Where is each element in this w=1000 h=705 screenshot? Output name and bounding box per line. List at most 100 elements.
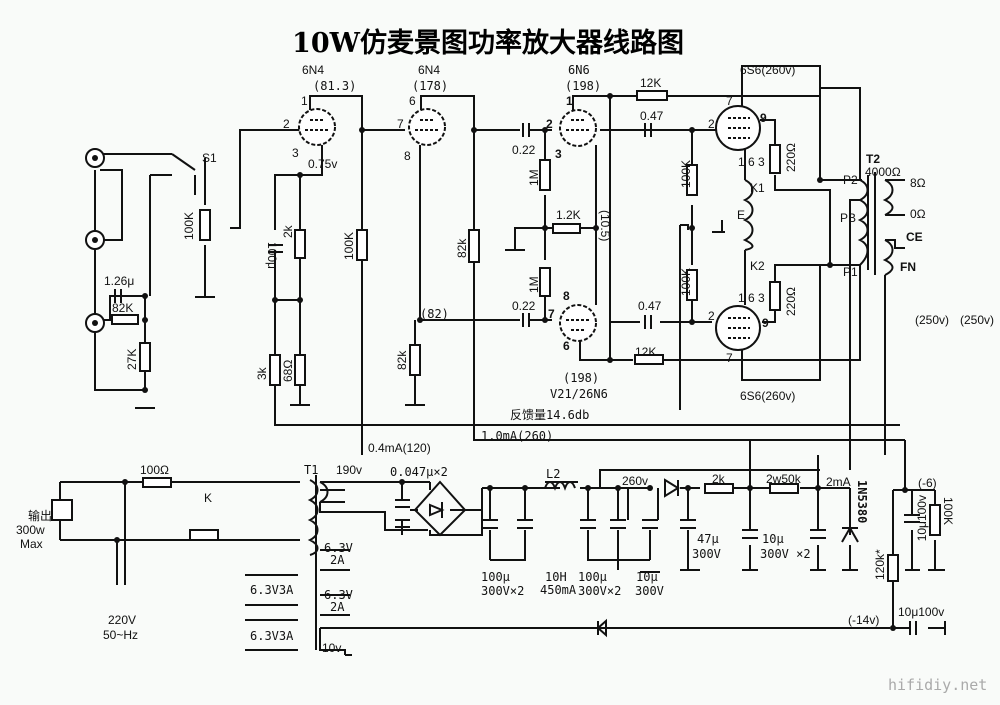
- label: FN: [900, 260, 916, 274]
- label: 4000Ω: [865, 165, 901, 179]
- label: 0Ω: [910, 207, 926, 221]
- label: 2w50k: [766, 472, 802, 486]
- label: 50~Hz: [103, 628, 138, 642]
- label: 100K: [342, 232, 356, 260]
- label: 190v: [336, 463, 362, 477]
- label: 6S6(260v): [740, 389, 795, 403]
- label: 450mA: [540, 583, 577, 597]
- label: 220Ω: [784, 287, 798, 316]
- label: 10v: [322, 641, 341, 655]
- label: 3k: [255, 366, 269, 380]
- label: CE: [906, 230, 923, 244]
- label: V21/26N6: [550, 387, 608, 401]
- label: 3: [292, 146, 299, 160]
- tube-labels: 6N4 (81.3) 1 2 3 0.75v 6N4 (178) 6 7 8 6…: [283, 63, 795, 422]
- vacuum-tubes: [298, 105, 761, 351]
- label: 68Ω: [281, 360, 295, 382]
- feedback-label: 反馈量14.6db: [510, 408, 589, 422]
- label: 300V×2: [481, 584, 524, 598]
- label: 0.22: [512, 299, 536, 313]
- label: 47μ: [697, 532, 719, 546]
- label: 0.47: [640, 109, 664, 123]
- label: 82K: [112, 301, 133, 315]
- label: 120k*: [873, 549, 887, 580]
- label: 220Ω: [784, 143, 798, 172]
- label: 1: [301, 94, 308, 108]
- label: P1: [843, 265, 858, 279]
- label: 27K: [125, 349, 139, 370]
- label: 6.3V3A: [250, 629, 294, 643]
- label: 100Ω: [140, 463, 169, 477]
- label: 2: [708, 309, 715, 323]
- label: 9: [762, 316, 769, 330]
- label: (-14v): [848, 613, 879, 627]
- bridge-rectifier: [413, 480, 467, 537]
- label: 7: [548, 307, 555, 321]
- watermark: hifidiy.net: [888, 676, 987, 694]
- label: 8: [404, 149, 411, 163]
- label: (250v): [960, 313, 994, 327]
- label: 1M: [527, 169, 541, 186]
- label: 6.3V3A: [250, 583, 294, 597]
- label: 2: [283, 117, 290, 131]
- label: 6N6: [568, 63, 590, 77]
- label: 1N5380: [855, 480, 869, 523]
- label: 1.2K: [556, 208, 581, 222]
- output-socket: [51, 499, 73, 521]
- label: 260v: [622, 474, 648, 488]
- label: 2: [708, 117, 715, 131]
- resistors: [111, 90, 941, 582]
- label: 10μ100v: [898, 605, 944, 619]
- diagram-title: 10W仿麦景图功率放大器线路图: [292, 27, 684, 59]
- label: 1 6 3: [738, 291, 765, 305]
- wires: [59, 65, 945, 655]
- label: L2: [546, 467, 560, 481]
- choke-l2: [544, 481, 578, 491]
- diodes: [596, 478, 859, 638]
- label: 1M: [527, 276, 541, 293]
- label: 100μ: [265, 242, 279, 269]
- label: 6.3V: [324, 588, 353, 602]
- label: 10μ: [636, 570, 658, 584]
- label: 300V ×2: [760, 547, 811, 561]
- label: 8: [563, 289, 570, 303]
- label: 100K: [941, 497, 955, 525]
- label: 0.47: [638, 299, 662, 313]
- label: (-6): [918, 476, 937, 490]
- label: 6.3V: [324, 541, 353, 555]
- label: 9: [760, 111, 767, 125]
- label: 10μ: [762, 532, 784, 546]
- label: 7: [726, 94, 733, 108]
- label: PB: [840, 211, 856, 225]
- label: 100μ: [578, 570, 607, 584]
- label: K: [204, 491, 212, 505]
- label: 输出: [28, 508, 52, 523]
- label: 2: [546, 117, 553, 131]
- label: 12K: [640, 76, 661, 90]
- label: 12K: [635, 345, 656, 359]
- label: 2k: [712, 472, 726, 486]
- ground-symbols: [135, 231, 946, 656]
- label: 0.047μ×2: [390, 465, 448, 479]
- label: 100μ: [481, 570, 510, 584]
- label: 0.75v: [308, 157, 337, 171]
- label: S1: [202, 151, 217, 165]
- label: T1: [304, 463, 318, 477]
- label: (178): [412, 79, 448, 93]
- label: 100K: [182, 212, 196, 240]
- label: 2mA: [826, 475, 851, 489]
- label: 100K: [679, 160, 693, 188]
- label: 220V: [108, 613, 136, 627]
- capacitors: [114, 123, 920, 635]
- label: 82k: [395, 350, 409, 370]
- label: P2: [843, 173, 858, 187]
- label: 6: [409, 94, 416, 108]
- component-labels: S1 100K 1.26μ 82K 27K 100μ 2k 3k 68Ω 100…: [104, 76, 994, 455]
- label: T2: [866, 152, 880, 166]
- input-jacks: [85, 148, 105, 333]
- label: 2A: [330, 553, 345, 567]
- label: (198): [565, 79, 601, 93]
- label: K2: [750, 259, 765, 273]
- label: 3: [555, 147, 562, 161]
